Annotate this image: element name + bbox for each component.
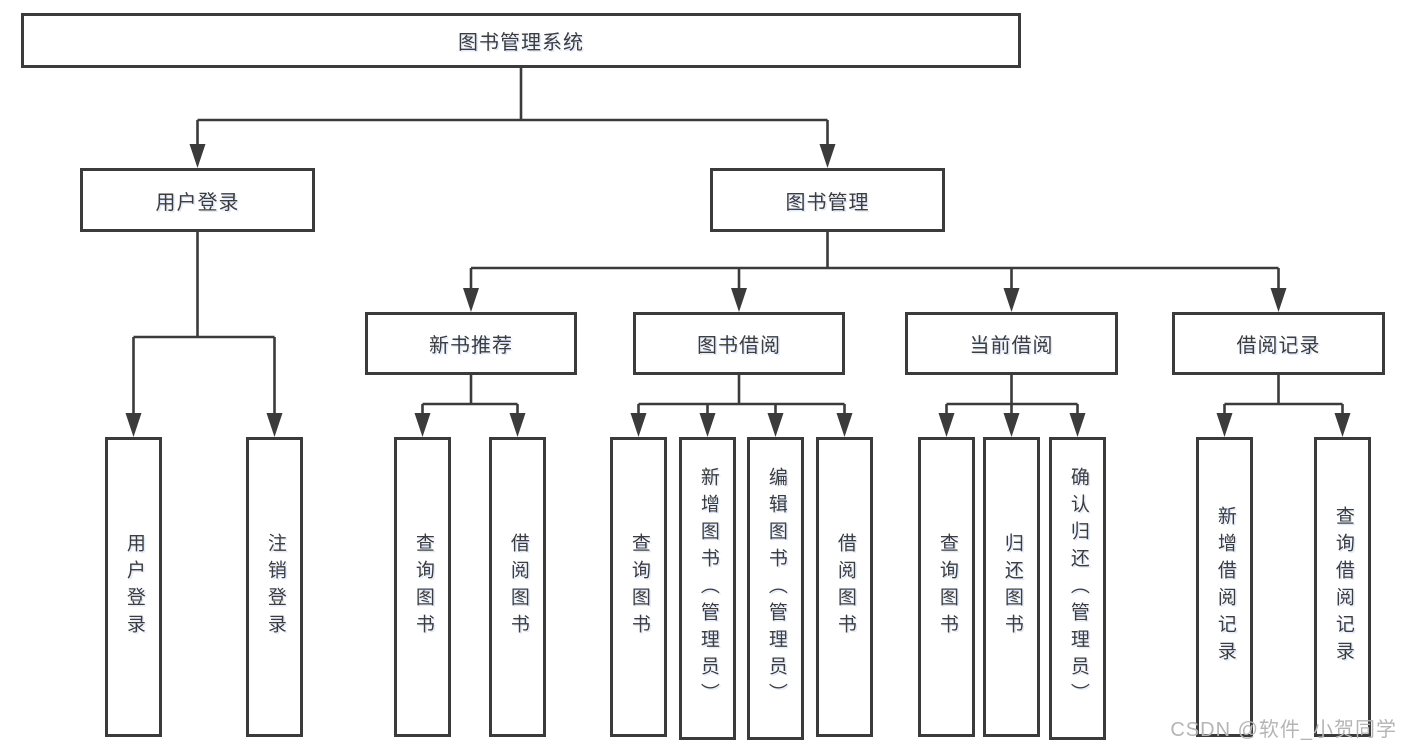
leaf-user-login: 用户登录: [105, 437, 162, 737]
leaf-query-borrow-record: 查询借阅记录: [1314, 437, 1371, 737]
leaf-add-book-admin-label: 新增图书（管理员）: [697, 467, 719, 710]
leaf-borrow-books-borrow: 借阅图书: [816, 437, 873, 737]
leaf-edit-book-admin: 编辑图书（管理员）: [747, 437, 804, 740]
leaf-borrow-books-recommend-label: 借阅图书: [507, 533, 529, 641]
leaf-query-books-recommend-label: 查询图书: [412, 533, 434, 641]
leaf-query-books-current-label: 查询图书: [936, 533, 958, 641]
leaf-return-book: 归还图书: [983, 437, 1040, 737]
leaf-logout-label: 注销登录: [264, 533, 286, 641]
node-root: 图书管理系统: [21, 13, 1021, 68]
connector-book-management-to-level3: [463, 232, 1287, 312]
connector-book-borrow-children: [630, 375, 853, 437]
leaf-user-login-label: 用户登录: [123, 533, 145, 641]
leaf-edit-book-admin-label: 编辑图书（管理员）: [765, 467, 787, 710]
watermark: CSDN @软件_小贺同学: [1170, 719, 1397, 741]
node-user-login: 用户登录: [80, 168, 315, 232]
node-current-borrow: 当前借阅: [905, 312, 1118, 375]
leaf-add-borrow-record: 新增借阅记录: [1196, 437, 1253, 737]
leaf-query-books-borrow: 查询图书: [610, 437, 667, 737]
leaf-query-books-current: 查询图书: [918, 437, 975, 737]
leaf-borrow-books-recommend: 借阅图书: [489, 437, 546, 737]
node-borrow-records: 借阅记录: [1172, 312, 1385, 375]
connector-current-borrow-children: [938, 375, 1086, 437]
leaf-confirm-return-admin-label: 确认归还（管理员）: [1067, 467, 1089, 710]
connector-user-login-children: [125, 232, 283, 437]
leaf-query-books-recommend: 查询图书: [394, 437, 451, 737]
node-new-book-recommend: 新书推荐: [365, 312, 577, 375]
leaf-confirm-return-admin: 确认归还（管理员）: [1049, 437, 1106, 740]
connector-new-book-recommend-children: [414, 375, 526, 437]
node-book-management: 图书管理: [710, 168, 945, 232]
connector-root-to-level2: [189, 68, 836, 168]
leaf-add-book-admin: 新增图书（管理员）: [679, 437, 736, 740]
leaf-logout: 注销登录: [246, 437, 303, 737]
leaf-query-books-borrow-label: 查询图书: [628, 533, 650, 641]
leaf-add-borrow-record-label: 新增借阅记录: [1214, 506, 1236, 668]
leaf-return-book-label: 归还图书: [1001, 533, 1023, 641]
connector-borrow-records-children: [1216, 375, 1351, 437]
leaf-query-borrow-record-label: 查询借阅记录: [1332, 506, 1354, 668]
leaf-borrow-books-borrow-label: 借阅图书: [834, 533, 856, 641]
node-book-borrow: 图书借阅: [633, 312, 845, 375]
